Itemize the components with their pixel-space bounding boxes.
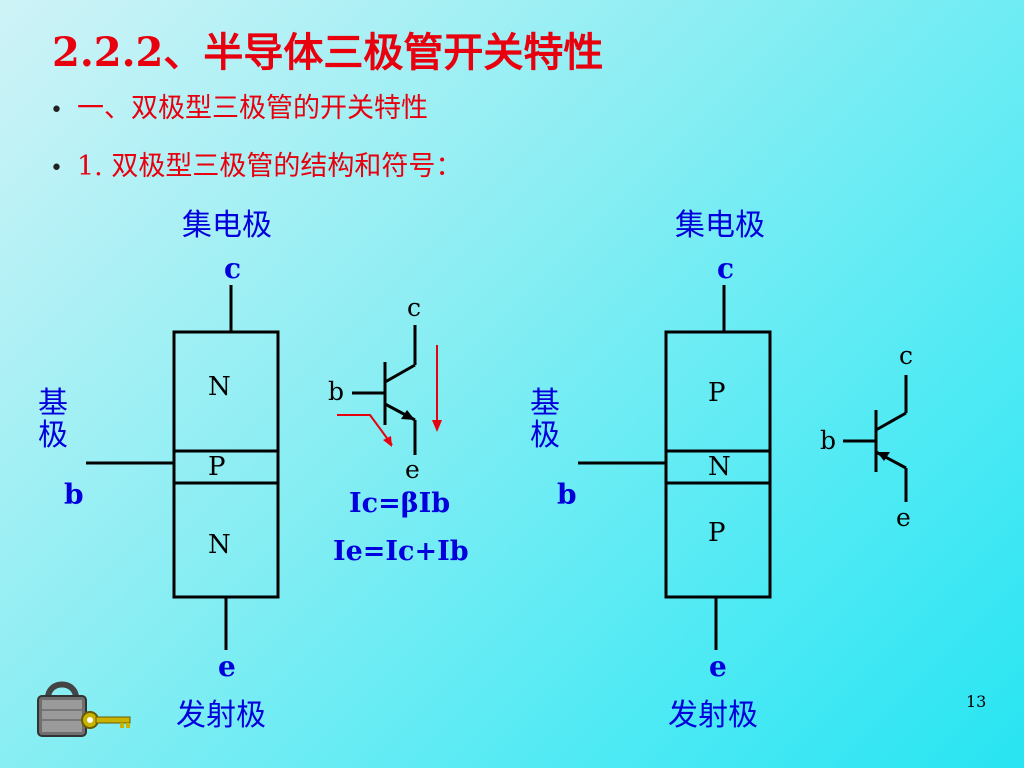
- left-b-pin: b: [64, 478, 84, 511]
- bullet-2-text: 1. 双极型三极管的结构和符号：: [76, 151, 463, 182]
- right-symbol-e: e: [896, 503, 911, 532]
- left-npn-symbol: [352, 325, 417, 455]
- slide-title: 2.2.2、半导体三极管开关特性: [52, 29, 604, 76]
- right-collector-label: 集电极: [675, 208, 765, 243]
- left-base-label: 基极: [38, 386, 68, 453]
- left-symbol-collector-arm: [384, 363, 416, 384]
- left-symbol-emitter-arrow: [401, 410, 415, 420]
- right-symbol-collector-arm: [875, 411, 907, 432]
- right-layer-top: P: [708, 378, 726, 408]
- right-layer-bottom: P: [708, 518, 726, 548]
- right-c-pin: c: [717, 252, 735, 285]
- formula-ie: Ie=Ic+Ib: [333, 536, 469, 567]
- right-layer-middle: N: [708, 452, 731, 482]
- left-layer-middle: P: [208, 452, 226, 482]
- bullet-dot: •: [50, 98, 63, 123]
- left-e-pin: e: [218, 650, 236, 683]
- base-current-arrow: [337, 414, 393, 446]
- left-layer-top: N: [208, 372, 231, 402]
- left-collector-label: 集电极: [182, 208, 272, 243]
- right-symbol-emitter-arrow: [877, 452, 890, 461]
- bullet-2: • 1. 双极型三极管的结构和符号：: [50, 144, 462, 183]
- left-npn-structure: [86, 285, 280, 650]
- left-emitter-label: 发射极: [176, 698, 266, 733]
- bullet-1-text: 一、双极型三极管的开关特性: [76, 93, 428, 124]
- page-number: 13: [966, 692, 987, 711]
- bullet-1: • 一、双极型三极管的开关特性: [50, 86, 428, 125]
- right-b-pin: b: [557, 478, 577, 511]
- left-symbol-c: c: [407, 293, 422, 322]
- right-emitter-label: 发射极: [668, 698, 758, 733]
- collector-current-arrowhead: [432, 420, 442, 432]
- right-e-pin: e: [709, 650, 727, 683]
- padlock-with-key-icon[interactable]: [30, 676, 140, 746]
- base-current-arrowhead: [383, 436, 392, 447]
- right-symbol-b: b: [820, 426, 837, 455]
- left-symbol-e: e: [405, 455, 420, 484]
- right-base-label: 基极: [530, 386, 560, 453]
- right-symbol-c: c: [899, 341, 914, 370]
- current-arrows: [337, 345, 438, 446]
- left-layer-bottom: N: [208, 530, 231, 560]
- left-c-pin: c: [224, 252, 242, 285]
- bullet-dot: •: [50, 156, 63, 181]
- left-symbol-b: b: [328, 377, 345, 406]
- right-pnp-structure: [578, 285, 772, 650]
- formula-ic: Ic=βIb: [349, 488, 451, 519]
- right-pnp-symbol: [843, 375, 908, 502]
